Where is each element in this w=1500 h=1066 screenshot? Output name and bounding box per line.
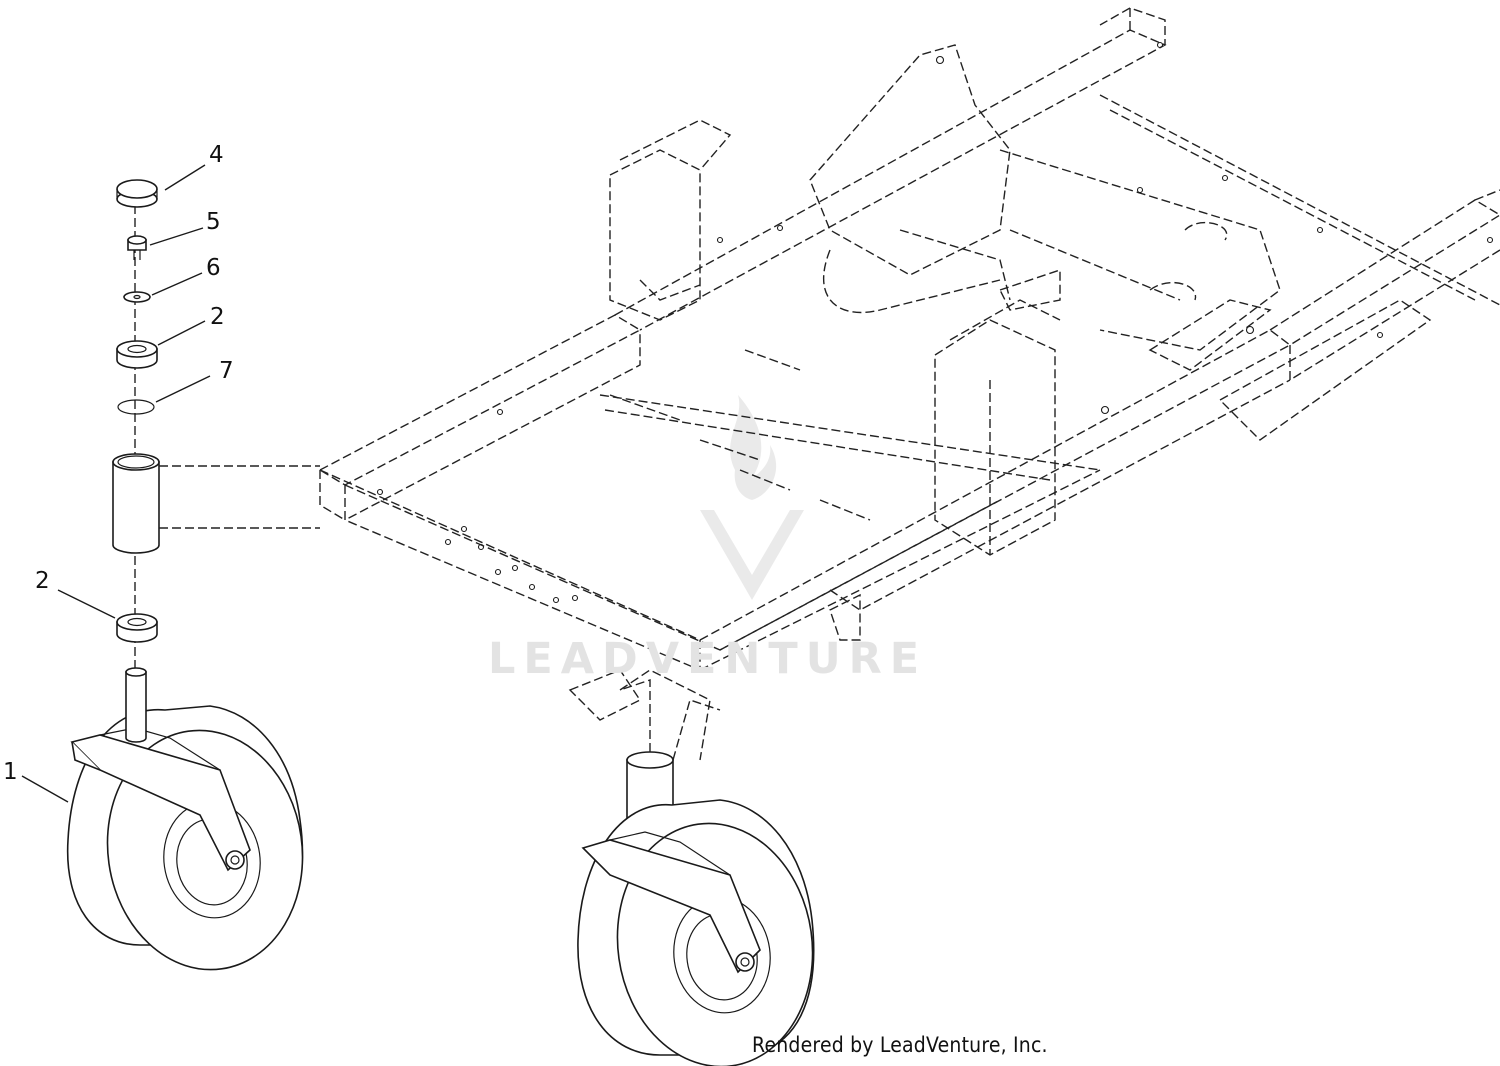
caster-wheel-assembly-part-1 bbox=[66, 667, 304, 971]
mower-frame bbox=[318, 7, 1500, 761]
callout-leaders bbox=[21, 164, 211, 803]
bolt-part-5 bbox=[127, 235, 147, 260]
callout-2-top: 2 bbox=[210, 304, 225, 330]
callout-7: 7 bbox=[219, 358, 234, 384]
bearing-part-2-bottom bbox=[116, 613, 158, 643]
dust-cap-part-4 bbox=[116, 179, 158, 208]
o-ring-part-7 bbox=[117, 399, 155, 415]
watermark-text: LEADVENTURE bbox=[488, 634, 928, 684]
watermark-logo bbox=[700, 395, 804, 600]
caster-pivot-tube bbox=[112, 453, 320, 554]
render-credit: Rendered by LeadVenture, Inc. bbox=[752, 1033, 1048, 1057]
callout-1: 1 bbox=[3, 759, 18, 785]
callout-4: 4 bbox=[209, 142, 224, 168]
washer-part-6 bbox=[123, 291, 151, 303]
callout-5: 5 bbox=[206, 209, 221, 235]
callout-2-bottom: 2 bbox=[35, 568, 50, 594]
callout-6: 6 bbox=[206, 255, 221, 281]
bearing-part-2-top bbox=[116, 340, 158, 369]
frame-holes bbox=[376, 41, 1494, 604]
caster-wheel-assembly-right bbox=[577, 679, 815, 1066]
